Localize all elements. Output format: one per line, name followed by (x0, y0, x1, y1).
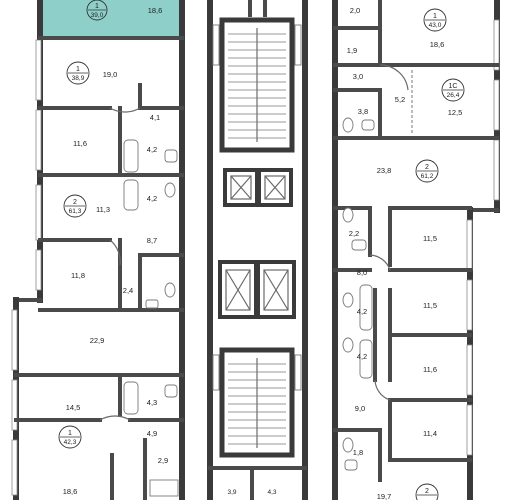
room-area: 4,3 (267, 489, 276, 496)
room-area: 4,2 (147, 145, 157, 154)
toilet-icon (342, 292, 354, 308)
room-area: 19,0 (103, 70, 118, 79)
sink-icon (164, 384, 178, 398)
toilet-icon (342, 437, 354, 453)
sink-icon (344, 459, 358, 471)
sink-icon (361, 119, 375, 131)
room-area: 2,4 (123, 286, 133, 295)
apartment-rooms: 1 (95, 3, 99, 10)
staircase-icon (219, 17, 295, 153)
room-area: 3,0 (353, 72, 363, 81)
elevator-icon (223, 168, 259, 207)
elevator-icon (256, 260, 296, 319)
shower-icon (149, 479, 179, 497)
room-area: 4,2 (357, 307, 367, 316)
room-area: 18,6 (430, 40, 445, 49)
room-area: 2,0 (350, 6, 360, 15)
room-area: 4,2 (147, 194, 157, 203)
room-area: 22,9 (90, 336, 105, 345)
building-core (207, 0, 308, 500)
apartment-badge-a4[interactable]: 1 42,3 (58, 425, 82, 449)
room-area: 2,9 (158, 456, 168, 465)
toilet-icon (342, 337, 354, 353)
apartment-area: 43,0 (429, 22, 442, 29)
room-area: 18,6 (148, 6, 163, 15)
apartment-rooms: 1С (449, 83, 458, 90)
apartment-area: 61,3 (69, 208, 82, 215)
apartment-rooms: 1 (68, 430, 72, 437)
apartment-badge-a5[interactable]: 1 43,0 (423, 8, 447, 32)
room-area: 11,5 (423, 234, 437, 243)
room-area: 12,5 (448, 108, 463, 117)
sink-icon (351, 239, 367, 251)
room-area: 11,4 (423, 429, 437, 438)
room-area: 4,2 (357, 352, 367, 361)
room-area: 11,3 (96, 205, 110, 214)
room-area: 8,0 (357, 268, 367, 277)
bathtub-icon (123, 381, 139, 415)
apartment-rooms: 1 (76, 66, 80, 73)
bathtub-icon (359, 284, 373, 331)
apartment-badge-a3[interactable]: 2 61,3 (63, 194, 87, 218)
apartment-badge-a2[interactable]: 1 38,9 (66, 61, 90, 85)
room-area: 8,7 (147, 236, 157, 245)
room-area: 23,8 (377, 166, 392, 175)
room-area: 18,6 (63, 487, 78, 496)
room-area: 3,8 (358, 107, 368, 116)
highlighted-apartment[interactable] (42, 0, 182, 38)
room-area: 1,9 (347, 46, 357, 55)
apartment-badge-a7[interactable]: 2 61,2 (415, 159, 439, 183)
room-area: 3,9 (227, 489, 236, 496)
toilet-icon (164, 282, 176, 298)
right-wing (332, 0, 500, 500)
apartment-badge-a8[interactable]: 2 (415, 483, 439, 500)
apartment-area: 61,2 (421, 173, 434, 180)
toilet-icon (342, 207, 354, 223)
room-area: 4,9 (147, 429, 157, 438)
room-area: 2,2 (349, 229, 359, 238)
apartment-area: 42,3 (64, 439, 77, 446)
room-area: 4,3 (147, 398, 157, 407)
bathtub-icon (123, 179, 139, 211)
room-area: 11,6 (73, 139, 87, 148)
toilet-icon (164, 182, 176, 198)
room-area: 14,5 (66, 403, 81, 412)
room-area: 1,8 (353, 448, 363, 457)
bathtub-icon (359, 339, 373, 379)
apartment-rooms: 2 (73, 199, 77, 206)
apartment-area: 39,0 (91, 12, 104, 19)
staircase-icon (219, 347, 295, 458)
sink-icon (145, 299, 159, 309)
elevator-icon (218, 260, 258, 319)
apartment-rooms: 1 (433, 13, 437, 20)
apartment-badge-a1[interactable]: 1 39,0 (86, 0, 108, 21)
room-area: 11,8 (71, 271, 85, 280)
toilet-icon (342, 117, 354, 133)
apartment-area: 26,4 (447, 92, 460, 99)
apartment-rooms: 2 (425, 488, 429, 495)
sink-icon (164, 149, 178, 163)
room-area: 9,0 (355, 404, 365, 413)
apartment-area: 38,9 (72, 75, 85, 82)
room-area: 11,6 (423, 365, 437, 374)
room-area: 19,7 (377, 492, 392, 500)
apartment-rooms: 2 (425, 164, 429, 171)
apartment-badge-a6[interactable]: 1С 26,4 (441, 78, 465, 102)
elevator-icon (257, 168, 293, 207)
room-area: 4,1 (150, 113, 160, 122)
room-area: 5,2 (395, 95, 405, 104)
left-wing (11, 0, 185, 500)
room-area: 11,5 (423, 301, 437, 310)
bathtub-icon (123, 139, 139, 173)
